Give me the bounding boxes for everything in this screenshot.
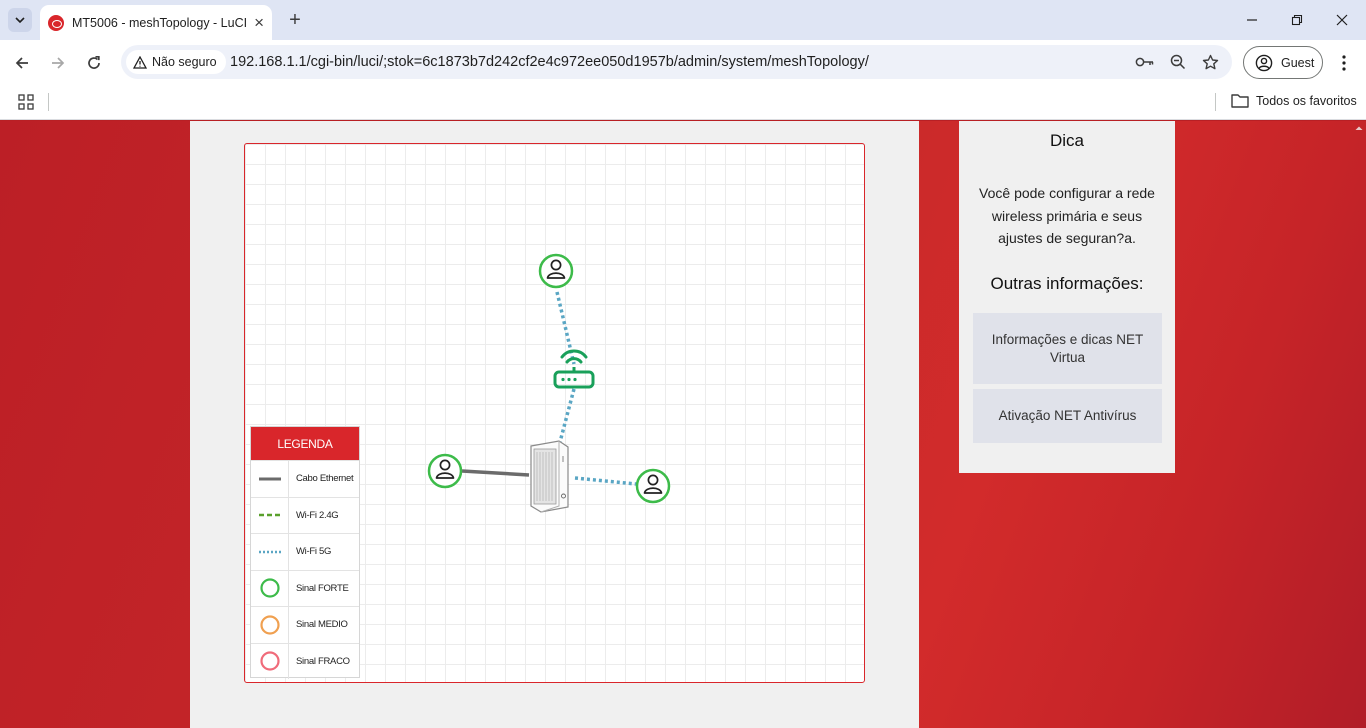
ethernet-link-router-client-left	[461, 469, 530, 477]
bookmarks-divider	[1215, 93, 1216, 111]
reload-icon	[88, 55, 100, 69]
tab-search-button[interactable]	[8, 8, 32, 32]
tip-text: Você pode configurar a rede wireless pri…	[979, 185, 1155, 246]
tab-title: MT5006 - meshTopology - LuCI	[72, 15, 248, 30]
tab-close-icon[interactable]: ×	[254, 13, 264, 32]
all-bookmarks-folder[interactable]: Todos os favoritos	[1231, 93, 1357, 108]
legend-row-wifi24: Wi-Fi 2.4G	[251, 496, 359, 533]
bookmark-star-icon[interactable]	[1200, 52, 1220, 72]
profile-label: Guest	[1281, 55, 1315, 70]
page-background: LEGENDA Cabo Ethernet Wi-Fi 2.4G Wi-Fi 5…	[0, 121, 1366, 728]
reload-button[interactable]	[82, 51, 106, 75]
browser-titlebar: MT5006 - meshTopology - LuCI × +	[0, 0, 1366, 40]
arrow-right-icon	[52, 57, 65, 69]
security-label: Não seguro	[152, 55, 217, 69]
router-tower-icon	[530, 440, 569, 513]
warning-icon	[133, 55, 147, 69]
legend-row-ethernet: Cabo Ethernet	[251, 460, 359, 497]
legend-row-signal-strong: Sinal FORTE	[251, 569, 359, 606]
legend-label: Cabo Ethernet	[296, 473, 354, 485]
main-content-panel: LEGENDA Cabo Ethernet Wi-Fi 2.4G Wi-Fi 5…	[190, 121, 919, 728]
wifi-router-icon	[553, 349, 595, 389]
mesh-extender-router[interactable]	[553, 349, 595, 389]
tip-sidebar: Dica Você pode configurar a rede wireles…	[959, 121, 1175, 473]
close-window-button[interactable]	[1330, 8, 1354, 32]
client-device-left[interactable]	[427, 453, 463, 489]
user-icon	[546, 259, 566, 279]
wifi5g-dotted-line-icon	[258, 550, 281, 553]
legend-row-signal-medium: Sinal MEDIO	[251, 606, 359, 643]
password-key-icon[interactable]	[1135, 52, 1155, 72]
address-bar[interactable]: Não seguro 192.168.1.1/cgi-bin/luci/;sto…	[121, 45, 1232, 79]
wifi5g-link-router-extender	[558, 388, 576, 443]
scroll-up-arrow-icon[interactable]	[1352, 121, 1366, 135]
profile-button[interactable]: Guest	[1243, 46, 1323, 79]
minimize-icon	[1247, 19, 1257, 21]
legend-label: Wi-Fi 2.4G	[296, 509, 339, 521]
close-icon	[1336, 14, 1348, 26]
bookmarks-divider	[48, 93, 49, 111]
mesh-topology-canvas: LEGENDA Cabo Ethernet Wi-Fi 2.4G Wi-Fi 5…	[244, 143, 865, 683]
folder-icon	[1231, 94, 1249, 108]
page-scrollbar[interactable]	[1352, 121, 1366, 728]
profile-icon	[1255, 54, 1273, 71]
back-button[interactable]	[10, 51, 34, 75]
legend-row-wifi5g: Wi-Fi 5G	[251, 533, 359, 570]
legend-label: Wi-Fi 5G	[296, 546, 332, 558]
browser-toolbar: Não seguro 192.168.1.1/cgi-bin/luci/;sto…	[0, 40, 1366, 86]
signal-medium-circle-icon	[259, 615, 280, 635]
forward-button[interactable]	[46, 51, 70, 75]
client-device-top[interactable]	[538, 253, 574, 289]
security-chip[interactable]: Não seguro	[126, 50, 226, 74]
ethernet-line-icon	[258, 477, 281, 481]
topology-diagram	[427, 253, 671, 513]
client-device-right[interactable]	[635, 468, 671, 504]
all-bookmarks-label: Todos os favoritos	[1256, 93, 1357, 108]
new-tab-button[interactable]: +	[289, 8, 301, 31]
browser-menu-button[interactable]	[1334, 51, 1354, 75]
browser-tab-active[interactable]: MT5006 - meshTopology - LuCI ×	[40, 5, 272, 40]
wifi5g-link-router-client-right	[574, 476, 637, 486]
apps-grid-icon[interactable]	[18, 94, 34, 115]
signal-strong-circle-icon	[259, 578, 280, 598]
wifi24-dashed-line-icon	[258, 514, 281, 517]
signal-weak-circle-icon	[259, 651, 280, 671]
user-icon	[643, 474, 663, 494]
restore-icon	[1291, 14, 1303, 26]
legend-label: Sinal FORTE	[296, 582, 349, 594]
user-icon	[435, 459, 455, 479]
zoom-icon[interactable]	[1168, 52, 1188, 72]
topology-legend: LEGENDA Cabo Ethernet Wi-Fi 2.4G Wi-Fi 5…	[250, 426, 360, 679]
arrow-left-icon	[15, 57, 28, 69]
other-info-title: Outras informações:	[990, 274, 1144, 293]
favicon-icon	[48, 14, 64, 31]
net-virtua-info-button[interactable]: Informações e dicas NET Virtua	[973, 313, 1162, 384]
restore-button[interactable]	[1285, 8, 1309, 32]
legend-label: Sinal MEDIO	[296, 619, 348, 631]
more-vert-icon	[1342, 55, 1346, 71]
url-text[interactable]: 192.168.1.1/cgi-bin/luci/;stok=6c1873b7d…	[230, 54, 869, 70]
legend-label: Sinal FRACO	[296, 655, 350, 667]
main-router-device[interactable]	[530, 440, 569, 513]
tip-title: Dica	[1049, 131, 1084, 150]
chevron-down-icon	[15, 17, 25, 24]
legend-row-signal-weak: Sinal FRACO	[251, 642, 359, 679]
net-antivirus-button[interactable]: Ativação NET Antivírus	[973, 389, 1162, 443]
minimize-button[interactable]	[1240, 8, 1264, 32]
legend-title: LEGENDA	[251, 427, 359, 460]
bookmarks-bar: Todos os favoritos	[0, 86, 1366, 120]
